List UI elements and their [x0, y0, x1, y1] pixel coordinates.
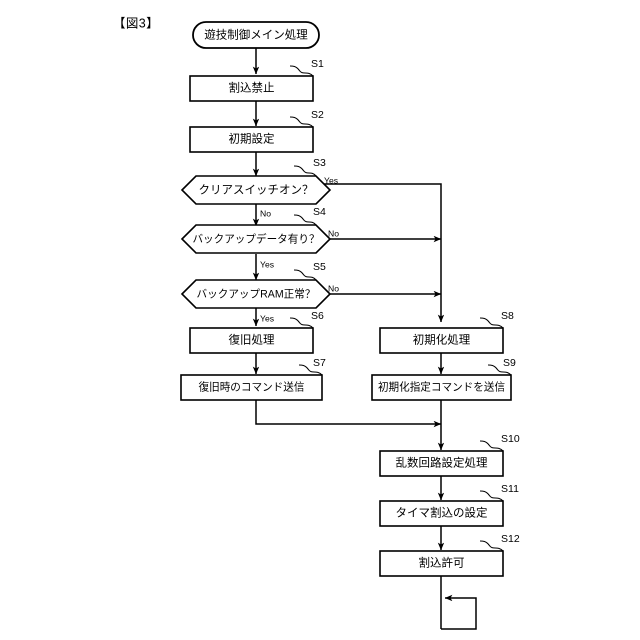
node-s1-label: 割込禁止: [229, 81, 275, 95]
figure-title: 【図3】: [113, 16, 159, 30]
node-s6-label: 復旧処理: [229, 333, 275, 347]
node-s10-label: 乱数回路設定処理: [396, 456, 488, 470]
branch-label-s5-no: No: [328, 283, 339, 293]
node-s1-shape[interactable]: [189, 75, 314, 102]
node-s11-shape[interactable]: [379, 500, 504, 527]
leader-line-s8: [479, 317, 504, 329]
leader-line-s4: [293, 214, 317, 226]
step-label-s9: S9: [503, 357, 516, 369]
leader-line-s2: [289, 116, 314, 128]
step-label-s2: S2: [311, 109, 324, 121]
node-s9-shape[interactable]: [371, 374, 512, 401]
step-label-s12: S12: [501, 533, 520, 545]
node-s2-shape[interactable]: [189, 126, 314, 153]
node-s2-label: 初期設定: [229, 132, 275, 146]
leader-line-s6: [289, 317, 314, 329]
leader-line-s5: [293, 269, 317, 281]
leader-line-s9: [487, 364, 512, 376]
node-s3-shape[interactable]: [180, 175, 332, 205]
step-label-s11: S11: [501, 483, 519, 495]
node-s12-shape[interactable]: [379, 550, 504, 577]
node-s4-label: バックアップデータ有り？: [192, 232, 319, 245]
branch-label-s5-yes: Yes: [260, 313, 274, 323]
step-label-s6: S6: [311, 310, 324, 322]
node-s4-shape[interactable]: [180, 224, 332, 254]
step-label-s10: S10: [501, 433, 520, 445]
branch-label-s4-yes: Yes: [260, 259, 274, 269]
node-s12-label: 割込許可: [419, 556, 465, 570]
node-start-label: 遊技制御メイン処理: [204, 28, 308, 42]
leader-line-s1: [289, 65, 314, 77]
connector-s7-to-rail: [255, 400, 442, 428]
node-start-shape[interactable]: [192, 21, 320, 49]
node-s8-label: 初期化処理: [413, 333, 471, 347]
connector-s3-yes-to-rail: [321, 183, 445, 323]
node-s7-shape[interactable]: [180, 374, 323, 401]
step-label-s8: S8: [501, 310, 514, 322]
leader-line-s12: [479, 540, 504, 552]
step-label-s3: S3: [313, 157, 326, 169]
step-label-s1: S1: [311, 58, 324, 70]
node-s10-shape[interactable]: [379, 450, 504, 477]
node-s9-label: 初期化指定コマンドを送信: [378, 380, 506, 393]
node-s11-label: タイマ割込の設定: [396, 506, 488, 520]
node-s8-shape[interactable]: [379, 327, 504, 354]
branch-label-s3-no: No: [260, 208, 271, 218]
connector-loop-back: [441, 594, 477, 630]
node-s3-label: クリアスイッチオン？: [199, 184, 314, 197]
branch-label-s3-yes: Yes: [324, 175, 338, 185]
step-label-s4: S4: [313, 206, 326, 218]
leader-line-s3: [293, 165, 317, 177]
leader-line-s10: [479, 440, 504, 452]
branch-label-s4-no: No: [328, 228, 339, 238]
node-s7-label: 復旧時のコマンド送信: [199, 380, 305, 393]
step-label-s5: S5: [313, 261, 326, 273]
step-label-s7: S7: [313, 357, 326, 369]
node-s5-label: バックアップRAM正常？: [197, 287, 316, 300]
node-s6-shape[interactable]: [189, 327, 314, 354]
leader-line-s11: [479, 490, 504, 502]
leader-line-s7: [298, 364, 323, 376]
node-s5-shape[interactable]: [180, 279, 332, 309]
